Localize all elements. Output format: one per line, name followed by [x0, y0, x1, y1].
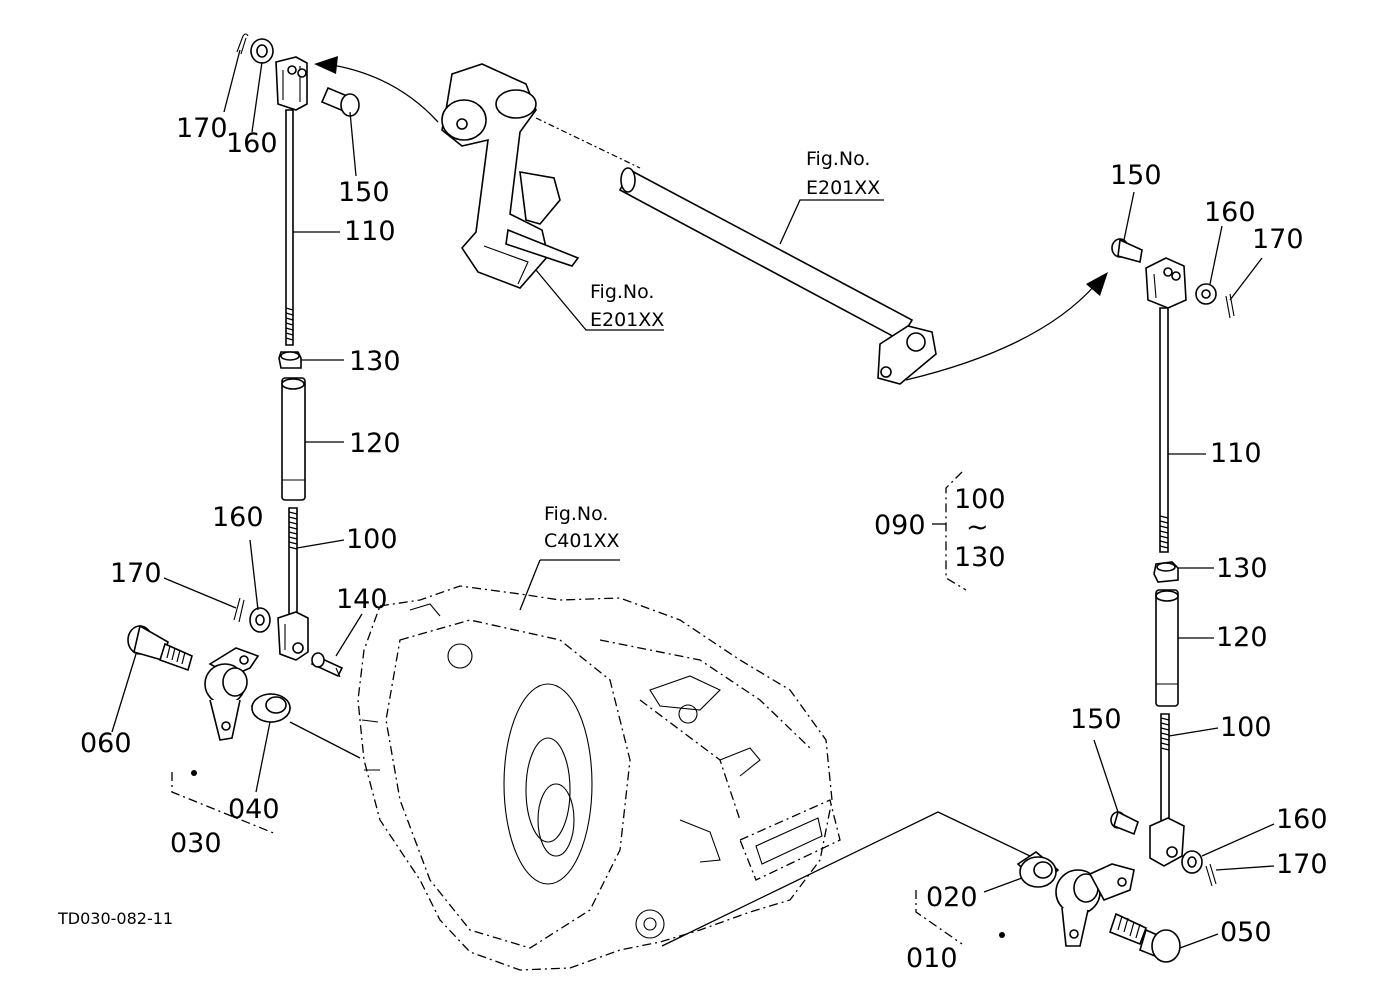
connection-arrows: [314, 56, 1108, 381]
rod-100-left: [288, 507, 298, 616]
fig-ref-shaft: E201XX: [806, 177, 880, 199]
rod-110-right: [1159, 307, 1169, 553]
label-050: 050: [1220, 917, 1272, 948]
right-rod-assembly: [915, 238, 1235, 963]
pin-140: [310, 652, 344, 678]
bolt-050: [1109, 912, 1181, 963]
left-rod-assembly: [127, 33, 360, 835]
label-130-right: 130: [1216, 553, 1268, 584]
washer-160-bottom: [249, 607, 271, 633]
label-020: 020: [926, 882, 978, 913]
label-140: 140: [336, 584, 388, 615]
label-170-bottom-left: 170: [110, 558, 162, 589]
label-110-right: 110: [1210, 438, 1262, 469]
label-060: 060: [80, 728, 132, 759]
label-130-left: 130: [349, 346, 401, 377]
sleeve-120-right: [1155, 589, 1179, 707]
clevis-top-right: [1145, 257, 1187, 309]
rod-100-right: [1160, 713, 1170, 823]
split-pin-170-top-right: [1225, 293, 1235, 319]
nut-130-left: [278, 351, 302, 369]
label-range-start: 100: [954, 484, 1006, 515]
clevis-pin-150-top: [320, 86, 360, 117]
label-170-bottom-right: 170: [1276, 849, 1328, 880]
cross-shaft: [535, 117, 937, 385]
fig-label-housing: Fig.No.: [544, 503, 608, 525]
rod-110-left: [285, 109, 294, 346]
assembly-bracket-010: [915, 890, 963, 945]
clevis-pin-150-top-right: [1111, 238, 1143, 264]
grease-dot-right: [999, 932, 1005, 938]
grease-dot-left: [191, 770, 197, 776]
clevis-bottom-right: [1149, 817, 1185, 867]
label-170-top-right: 170: [1252, 224, 1304, 255]
label-040: 040: [228, 794, 280, 825]
pedal-arm: [441, 63, 580, 289]
label-range-sep: ~: [966, 512, 989, 543]
label-160-bottom-left: 160: [212, 502, 264, 533]
clevis-bottom-left: [277, 611, 309, 661]
fig-ref-housing: C401XX: [544, 530, 620, 552]
leader-lines: [111, 49, 1275, 949]
bolt-060: [127, 624, 193, 672]
part-labels: 170 160 150 110 130 120 160 100 170 140 …: [80, 113, 1328, 974]
arm-010: [1055, 863, 1135, 947]
clutch-housing: [357, 585, 841, 971]
split-pin-170-bottom-right: [1205, 863, 1217, 887]
label-150-bottom-right: 150: [1070, 704, 1122, 735]
label-110-left: 110: [344, 216, 396, 247]
nut-130-right: [1153, 561, 1179, 583]
clevis-top-left: [275, 56, 308, 111]
sleeve-120-left: [281, 377, 306, 501]
bushing-020: [1016, 851, 1060, 888]
label-150-top-left: 150: [338, 177, 390, 208]
fig-label-pedal: Fig.No.: [590, 281, 654, 303]
label-160-top-right: 160: [1204, 197, 1256, 228]
label-030: 030: [170, 828, 222, 859]
label-100-right: 100: [1220, 712, 1272, 743]
clevis-pin-150-bottom-right: [1110, 810, 1139, 836]
label-160-top-left: 160: [226, 128, 278, 159]
fig-ref-pedal: E201XX: [590, 309, 664, 331]
label-170-top-left: 170: [176, 113, 228, 144]
washer-160-bottom-right: [1181, 850, 1203, 874]
label-120-right: 120: [1216, 622, 1268, 653]
split-pin-170-bottom: [233, 597, 245, 623]
washer-160-top-right: [1195, 283, 1217, 305]
label-160-bottom-right: 160: [1276, 804, 1328, 835]
split-pin-170-top: [236, 33, 249, 55]
figure-references: Fig.No. E201XX Fig.No. E201XX Fig.No. C4…: [544, 148, 880, 552]
washer-160-top: [250, 38, 274, 64]
figure-code: TD030-082-11: [57, 909, 173, 928]
label-150-top-right: 150: [1110, 160, 1162, 191]
bushing-040: [250, 693, 292, 724]
label-010: 010: [906, 943, 958, 974]
arm-030: [204, 647, 260, 741]
fig-label-shaft: Fig.No.: [806, 148, 870, 170]
label-100-left: 100: [346, 524, 398, 555]
label-120-left: 120: [349, 428, 401, 459]
assembly-bracket-030: [171, 772, 277, 835]
label-group-090: 090: [874, 510, 926, 541]
label-range-end: 130: [954, 542, 1006, 573]
